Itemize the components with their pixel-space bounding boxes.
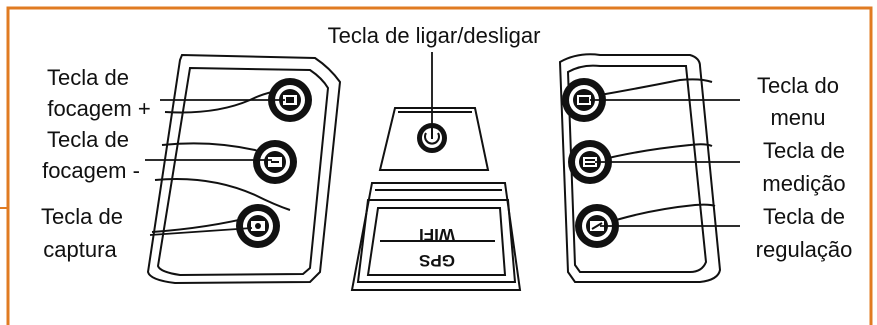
capture-button-art xyxy=(236,204,280,248)
frame-border xyxy=(6,6,873,325)
label-adjust-line2: regulação xyxy=(755,237,853,262)
focus-minus-button-art xyxy=(253,140,297,184)
label-adjust-line1: Tecla de xyxy=(763,204,845,229)
power-key-art xyxy=(378,107,490,171)
label-capture-line2: captura xyxy=(43,237,117,262)
cover-gps-text: GPS xyxy=(419,251,455,270)
label-menu-line1: Tecla do xyxy=(757,73,839,98)
gps-wifi-cover-art xyxy=(350,182,522,291)
cover-wifi-text: WIFI xyxy=(419,225,455,244)
menu-button-art xyxy=(562,78,606,122)
label-focus-plus-line2: focagem + xyxy=(47,96,151,121)
left-grip xyxy=(146,53,342,285)
label-menu-line2: menu xyxy=(770,105,826,130)
label-measure-line2: medição xyxy=(762,171,846,196)
focus-plus-button-art xyxy=(268,78,312,122)
callout-lines xyxy=(145,52,740,236)
label-power-key: Tecla de ligar/desligar xyxy=(327,23,541,48)
adjust-button-art xyxy=(575,204,619,248)
measure-button-art xyxy=(568,140,612,184)
label-focus-plus-line1: Tecla de xyxy=(47,65,129,90)
label-capture-line1: Tecla de xyxy=(41,204,123,229)
label-focus-minus-line1: Tecla de xyxy=(47,127,129,152)
callout-capture xyxy=(149,227,253,236)
label-measure-line1: Tecla de xyxy=(763,138,845,163)
label-focus-minus-line2: focagem - xyxy=(42,158,140,183)
